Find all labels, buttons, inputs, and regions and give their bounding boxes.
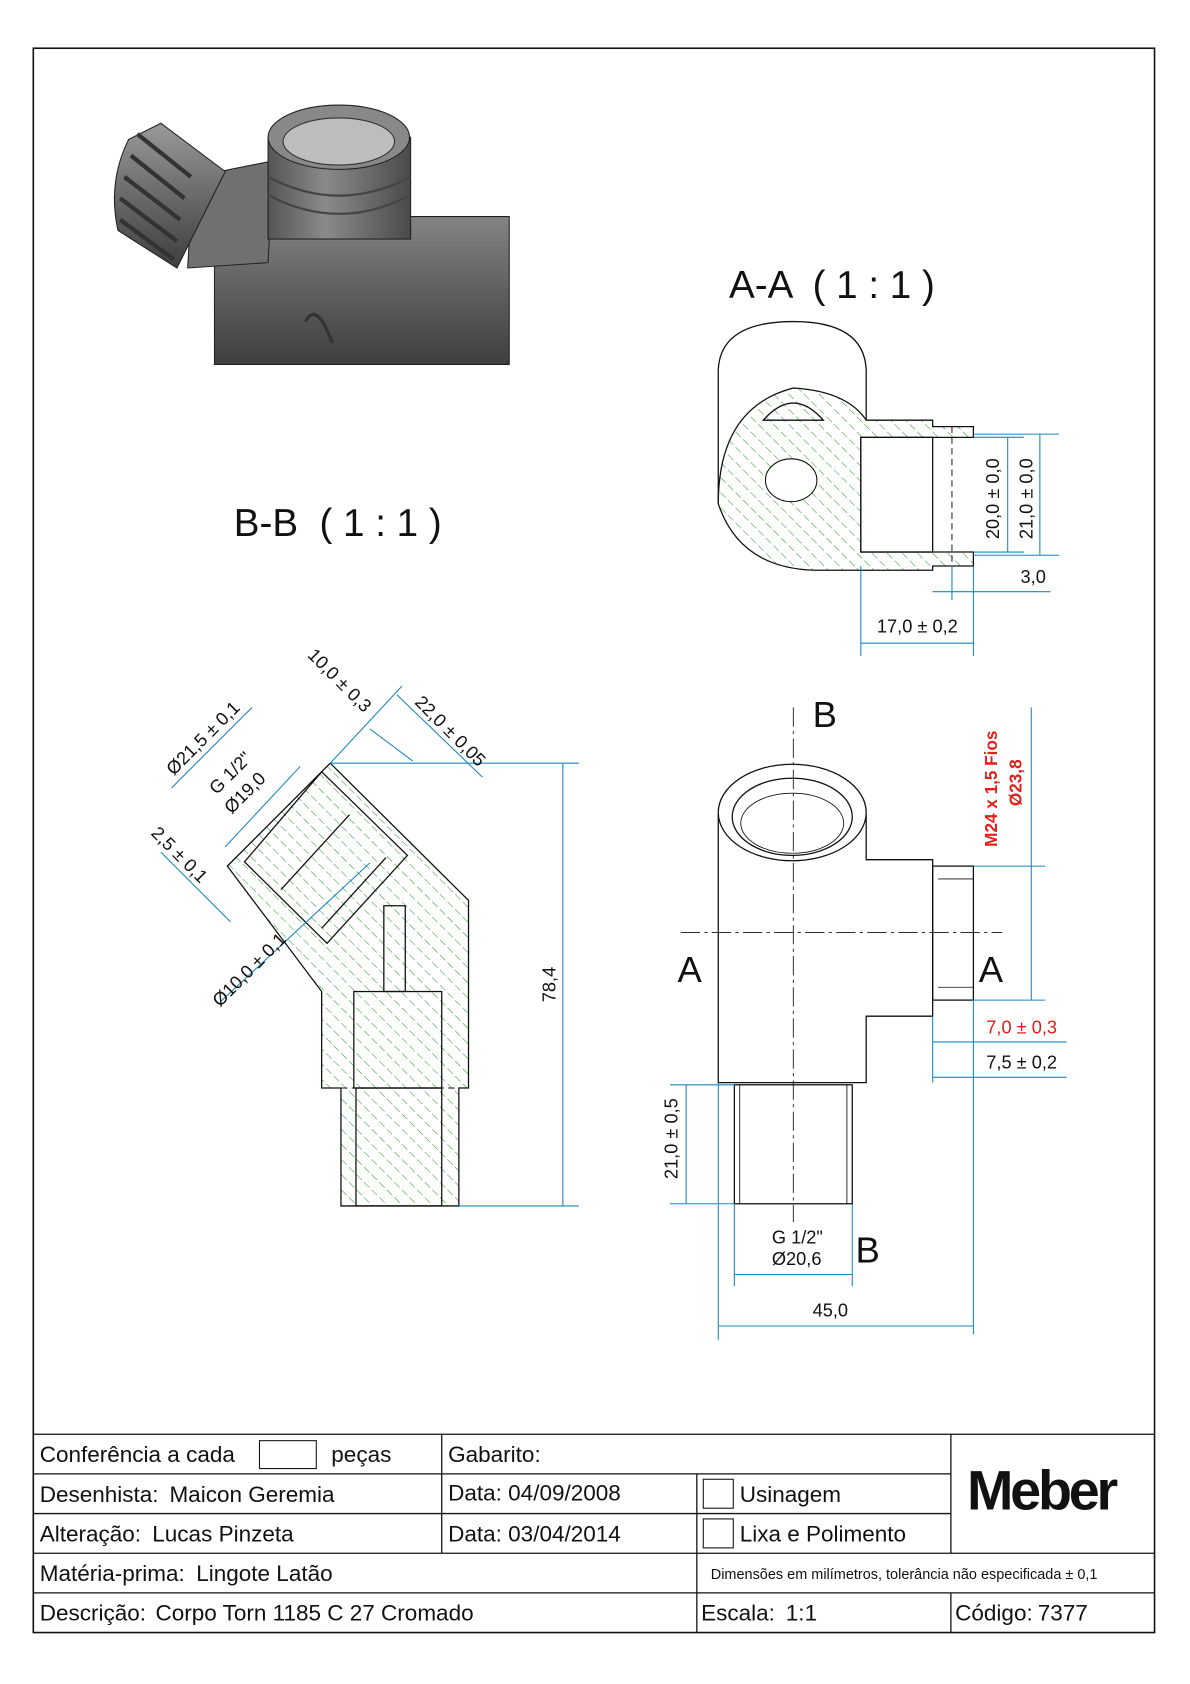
title-block: Conferência a cada peças Gabarito: Desen… — [33, 1433, 1155, 1633]
views-front-dims-0-text: 7,0 ± 0,3 — [986, 1017, 1057, 1037]
views-front-thread-note-text: M24 x 1,5 Fios — [981, 731, 1001, 847]
views-section-bb-dims-7-text: 78,4 — [539, 967, 559, 1002]
usinagem-checkbox[interactable] — [702, 1478, 734, 1509]
conferencia-count-field[interactable] — [258, 1440, 317, 1470]
dim-front-21: 21,0 ± 0,5 — [662, 1084, 735, 1205]
dim-front-7: 7,0 ± 0,3 7,5 ± 0,2 — [932, 1000, 1067, 1335]
views-front-thread-dia-text: Ø23,8 — [1006, 759, 1026, 806]
views-section-aa-dims-2-text: 3,0 — [1021, 567, 1046, 587]
section-aa-title: A-A ( 1 : 1 ) — [729, 264, 935, 307]
views-front-dims-2-text: 21,0 ± 0,5 — [662, 1098, 682, 1179]
title-block-desenhista-label-text: Desenhista: — [40, 1482, 159, 1507]
title-block-escala-text: 1:1 — [786, 1601, 817, 1626]
title-block-materia-label-text: Matéria-prima: — [40, 1561, 185, 1586]
section-bb-view: B-B ( 1 : 1 ) 78,4 10,0 ± 0,3 22,0 ± 0,0… — [147, 502, 579, 1207]
title-block-conferencia-label-text: Conferência a cada — [40, 1442, 236, 1467]
title-block-materia-text: Lingote Latão — [196, 1561, 332, 1586]
title-block-codigo-text: 7377 — [1038, 1601, 1088, 1626]
dim-front-g12: G 1/2" Ø20,6 — [733, 1203, 853, 1287]
section-aa-view: A-A ( 1 : 1 ) 20,0 ± 0,0 21,0 ± 0,0 3,0 … — [717, 264, 1060, 657]
title-block-codigo-label-text: Código: — [955, 1601, 1033, 1626]
title-block-descricao-label-text: Descrição: — [40, 1601, 146, 1626]
title-block-conferencia-unit-text: peças — [331, 1442, 391, 1467]
title-block-data1-label-text: Data: — [448, 1481, 502, 1506]
dim-aa-3: 3,0 — [932, 565, 1051, 657]
cut-label-b-top: B — [813, 694, 837, 735]
front-view: B B A A M24 x 1,5 Fios Ø23,8 7,0 ± 0,3 7… — [662, 694, 1067, 1340]
views-front-dims-3-text: G 1/2" — [772, 1227, 823, 1247]
views-section-aa-dims-0-text: 20,0 ± 0,0 — [983, 458, 1003, 539]
views-section-bb-dims-6-text: Ø10,0 ± 0,1 — [209, 929, 290, 1010]
title-block-note-text: Dimensões em milímetros, tolerância não … — [711, 1567, 1098, 1583]
views-front-dims-4-text: Ø20,6 — [772, 1249, 822, 1269]
views-front-dims-5-text: 45,0 — [813, 1300, 848, 1320]
cut-label-a-right: A — [979, 949, 1004, 990]
thread-render — [113, 122, 226, 269]
title-block-alteracao-label-text: Alteração: — [40, 1521, 141, 1546]
title-block-escala-label-text: Escala: — [701, 1601, 775, 1626]
lixa-checkbox[interactable] — [702, 1518, 734, 1549]
title-block-data2-label-text: Data: — [448, 1521, 502, 1546]
dim-aa-20: 20,0 ± 0,0 — [973, 436, 1024, 553]
views-section-aa-dims-3-text: 17,0 ± 0,2 — [877, 616, 958, 636]
title-block-desenhista-text: Maicon Geremia — [169, 1482, 335, 1507]
views-section-bb-dims-5-text: 2,5 ± 0,1 — [147, 823, 211, 887]
cut-label-b-bottom: B — [855, 1230, 879, 1271]
views-section-aa-dims-1-text: 21,0 ± 0,0 — [1016, 458, 1036, 539]
views-section-bb-dims-0-text: 10,0 ± 0,3 — [304, 645, 375, 716]
dim-aa-17: 17,0 ± 0,2 — [860, 565, 974, 657]
thread-callout: M24 x 1,5 Fios Ø23,8 — [973, 707, 1046, 1001]
title-block-data1-text: 04/09/2008 — [508, 1481, 621, 1506]
title-block-descricao-text: Corpo Torn 1185 C 27 Cromado — [156, 1601, 474, 1626]
sheet-border — [32, 47, 1156, 1634]
title-block-alteracao-text: Lucas Pinzeta — [152, 1521, 294, 1546]
dim-aa-21: 21,0 ± 0,0 — [973, 433, 1060, 556]
title-block-data2-text: 03/04/2014 — [508, 1521, 621, 1546]
title-block-gabarito-label-text: Gabarito: — [448, 1442, 541, 1467]
title-block-usinagem-text: Usinagem — [740, 1482, 841, 1507]
isometric-render — [113, 104, 510, 365]
cut-label-a-left: A — [678, 949, 703, 990]
section-bb-title: B-B ( 1 : 1 ) — [234, 502, 442, 545]
views-front-dims-1-text: 7,5 ± 0,2 — [986, 1053, 1057, 1073]
views-section-bb-dims-1-text: 22,0 ± 0,05 — [411, 692, 490, 771]
dim-front-45: 45,0 — [717, 1082, 974, 1340]
title-block-lixa-text: Lixa e Polimento — [740, 1521, 906, 1546]
meber-logo: Meber — [967, 1459, 1118, 1521]
